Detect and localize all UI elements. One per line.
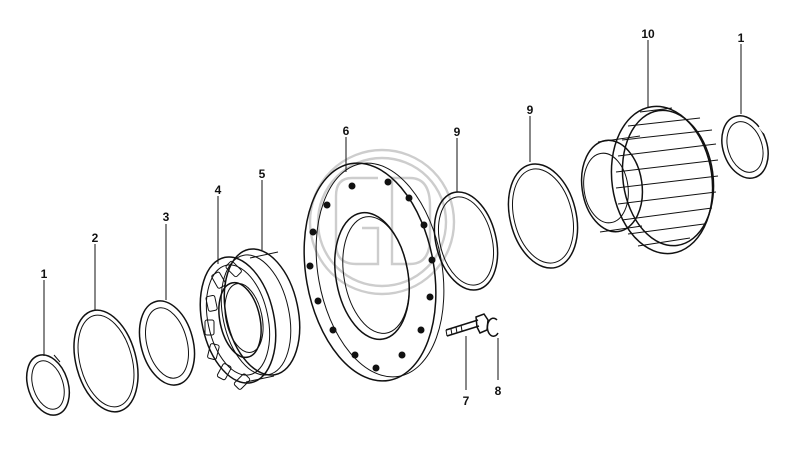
part-10-gear bbox=[580, 105, 719, 255]
callout-10: 10 bbox=[641, 27, 655, 41]
callout-1-left: 1 bbox=[41, 267, 48, 281]
callout-labels: 1 2 3 4 5 6 7 8 9 9 10 1 bbox=[41, 27, 745, 408]
callout-8: 8 bbox=[495, 384, 502, 398]
callout-2: 2 bbox=[92, 231, 99, 245]
callout-7: 7 bbox=[463, 394, 470, 408]
callout-4: 4 bbox=[215, 183, 222, 197]
callout-9-a: 9 bbox=[454, 125, 461, 139]
callout-9-b: 9 bbox=[527, 103, 534, 117]
part-9-o-ring-a bbox=[433, 191, 499, 291]
callout-6: 6 bbox=[343, 124, 350, 138]
part-8-washer bbox=[486, 317, 499, 337]
part-1-snap-ring-left bbox=[25, 354, 71, 416]
watermark-logo bbox=[308, 148, 456, 296]
part-2-ring bbox=[73, 309, 139, 413]
part-7-bolt bbox=[445, 313, 489, 337]
part-3-snap-ring bbox=[138, 299, 196, 386]
callout-5: 5 bbox=[259, 167, 266, 181]
part-6-flange-plate bbox=[303, 162, 445, 382]
leader-lines bbox=[43, 40, 742, 390]
callout-1-right: 1 bbox=[738, 31, 745, 45]
part-4-5-roller-bearing bbox=[199, 248, 301, 390]
part-1-snap-ring-right bbox=[721, 115, 769, 179]
callout-3: 3 bbox=[163, 210, 170, 224]
part-9-o-ring-b bbox=[507, 163, 579, 269]
